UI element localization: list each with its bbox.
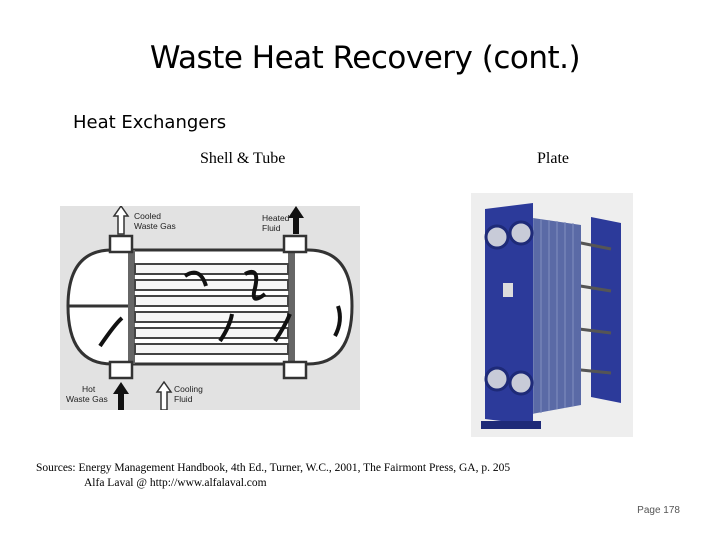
left-tube-sheet xyxy=(128,250,135,364)
plate-caption: Plate xyxy=(537,150,569,167)
label-fluid-bottom: Fluid xyxy=(174,394,193,404)
nameplate xyxy=(503,283,513,297)
label-cooling: Cooling xyxy=(174,384,203,394)
label-heated: Heated xyxy=(262,213,290,223)
plate-pack xyxy=(526,217,581,415)
label-waste-gas: Waste Gas xyxy=(134,221,176,231)
plate-exchanger-photo xyxy=(471,193,633,437)
plate-exchanger-drawing xyxy=(481,203,621,429)
sources-line-2: Alfa Laval @ http://www.alfalaval.com xyxy=(84,477,267,489)
tube-bundle xyxy=(134,263,289,355)
label-cooled: Cooled xyxy=(134,211,161,221)
cooling-fluid-arrow xyxy=(155,380,173,411)
sources-citation: Sources: Energy Management Handbook, 4th… xyxy=(36,461,510,491)
flow-arrows xyxy=(98,269,342,348)
shell-tube-caption: Shell & Tube xyxy=(200,150,286,167)
hot-gas-arrow xyxy=(113,382,129,410)
frame-back-post xyxy=(591,217,621,403)
frame-base xyxy=(481,421,541,429)
label-fluid-top: Fluid xyxy=(262,223,281,233)
cooled-gas-arrow xyxy=(112,204,130,235)
slide-subtitle: Heat Exchangers xyxy=(73,112,227,133)
port-connections xyxy=(484,220,534,396)
page-number: Page 178 xyxy=(637,505,680,516)
sources-line-1: Sources: Energy Management Handbook, 4th… xyxy=(36,462,511,474)
right-tube-sheet xyxy=(288,250,295,364)
slide-title: Waste Heat Recovery (cont.) xyxy=(149,40,581,76)
label-hot-waste-gas: Waste Gas xyxy=(66,394,108,404)
shell-tube-diagram: Cooled Waste Gas Heated Fluid Hot Waste … xyxy=(60,204,360,411)
label-hot: Hot xyxy=(82,384,96,394)
heated-fluid-arrow xyxy=(288,206,304,234)
shell-tube-drawing: Cooled Waste Gas Heated Fluid Hot Waste … xyxy=(66,204,354,411)
